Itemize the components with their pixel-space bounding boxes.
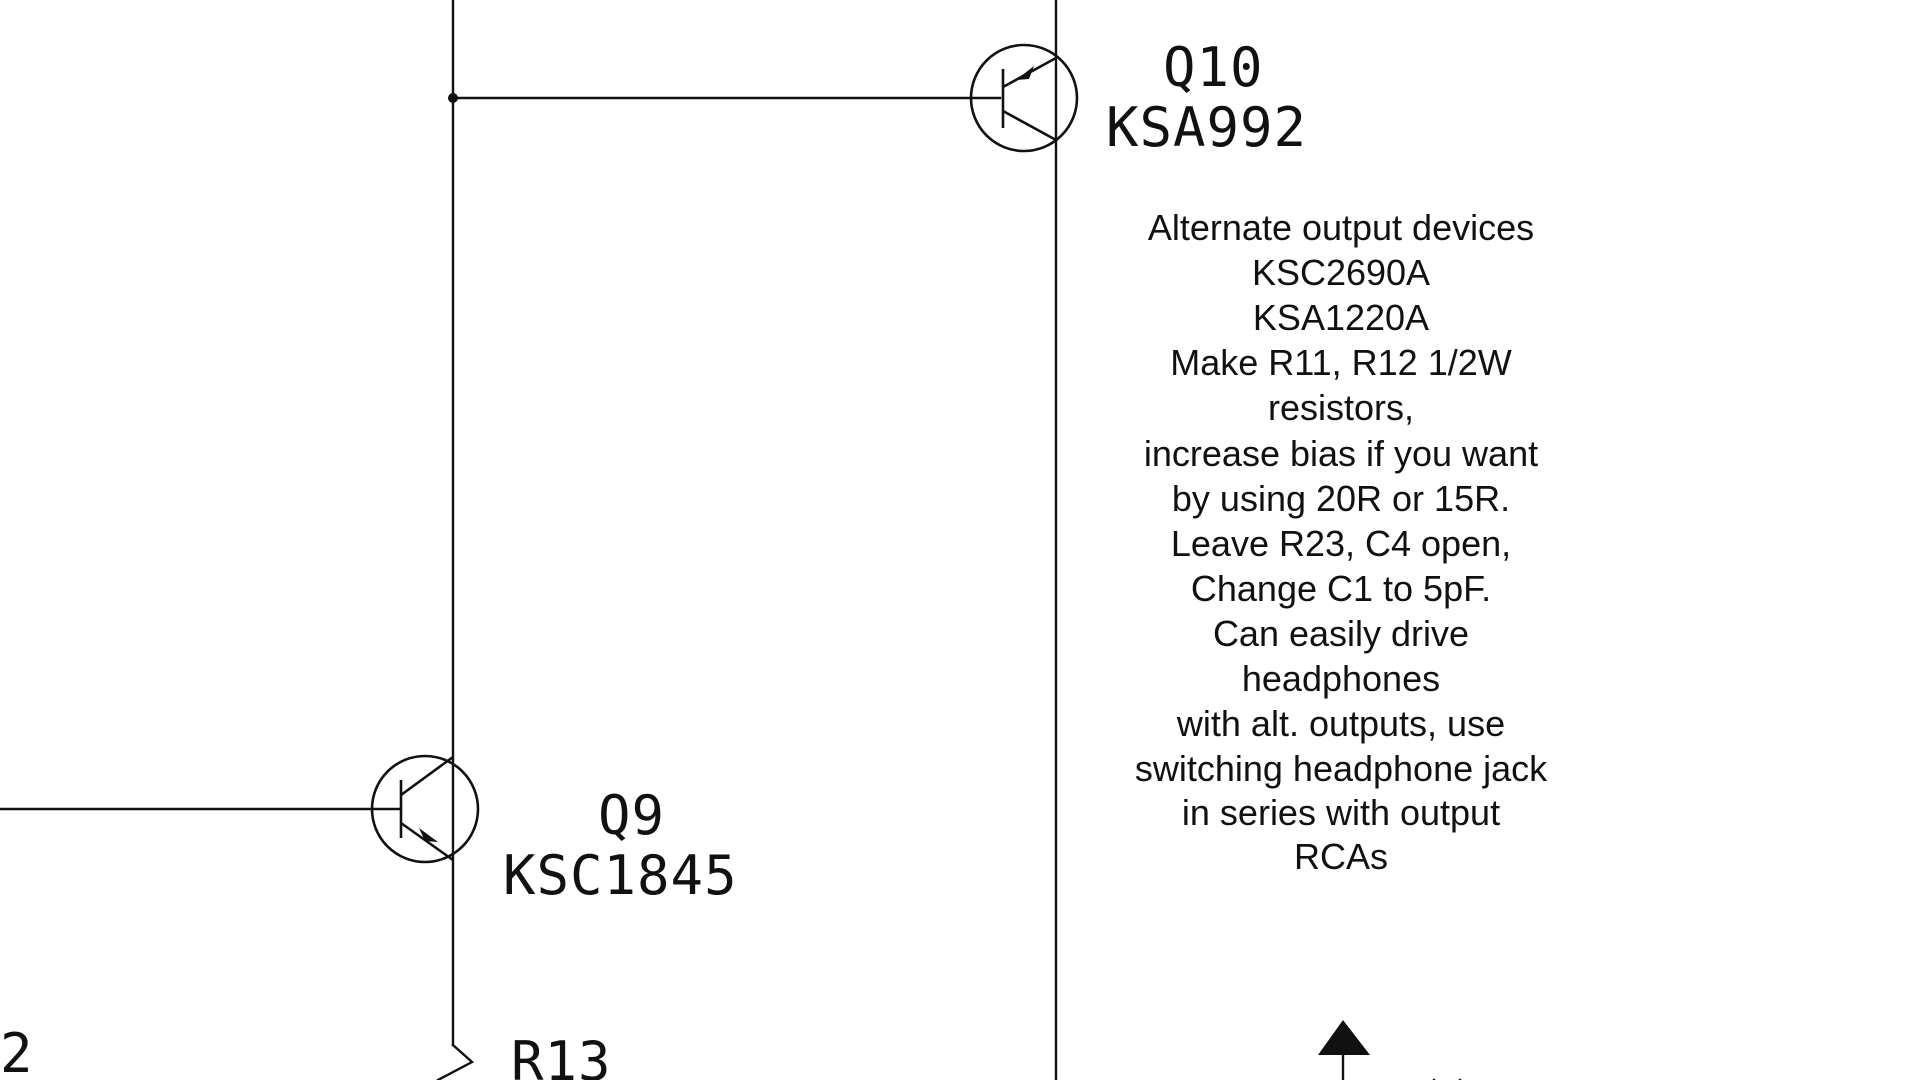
- supply-arrow-icon: [1318, 1020, 1370, 1055]
- partial-label-left-edge: 2: [0, 1022, 34, 1080]
- transistor-q9-emitter-arrow: [419, 828, 438, 842]
- note-line: RCAs: [1294, 836, 1388, 877]
- transistor-q10-symbol: [969, 43, 1079, 153]
- transistor-q10-ref-label: Q10: [1163, 36, 1264, 99]
- note-line: Change C1 to 5pF.: [1191, 568, 1491, 609]
- note-line: in series with output: [1182, 792, 1500, 833]
- transistor-q10-collector-lead: [1002, 109, 1057, 142]
- note-line: Can easily drive: [1213, 613, 1469, 654]
- transistor-q10-emitter-arrow: [1016, 66, 1034, 80]
- transistor-q10-body: [969, 43, 1079, 153]
- transistor-q9-symbol: [370, 754, 480, 864]
- note-line: by using 20R or 15R.: [1172, 478, 1510, 519]
- note-line: Alternate output devices: [1148, 207, 1534, 248]
- note-line: KSC2690A: [1252, 252, 1430, 293]
- note-line: Make R11, R12 1/2W: [1170, 342, 1511, 383]
- note-line: Leave R23, C4 open,: [1171, 523, 1511, 564]
- resistor-r13-symbol: [436, 1043, 475, 1080]
- note-line: headphones: [1242, 658, 1440, 699]
- note-line: switching headphone jack: [1135, 748, 1548, 789]
- note-line: KSA1220A: [1253, 297, 1429, 338]
- note-line: resistors,: [1268, 387, 1414, 428]
- resistor-r13-label: R13: [511, 1030, 612, 1080]
- transistor-q9-ref-label: Q9: [598, 784, 665, 847]
- junction-dot: [448, 93, 458, 103]
- transistor-q9-body: [370, 754, 480, 864]
- note-line: increase bias if you want: [1144, 433, 1538, 474]
- transistor-q10-part-label: KSA992: [1106, 96, 1307, 159]
- transistor-q9-collector-lead: [400, 755, 454, 797]
- transistor-q9-emitter-lead: [400, 821, 454, 862]
- alternate-devices-note: Alternate output devices KSC2690A KSA122…: [1135, 207, 1548, 877]
- transistor-q9-part-label: KSC1845: [503, 844, 738, 907]
- note-line: with alt. outputs, use: [1176, 703, 1505, 744]
